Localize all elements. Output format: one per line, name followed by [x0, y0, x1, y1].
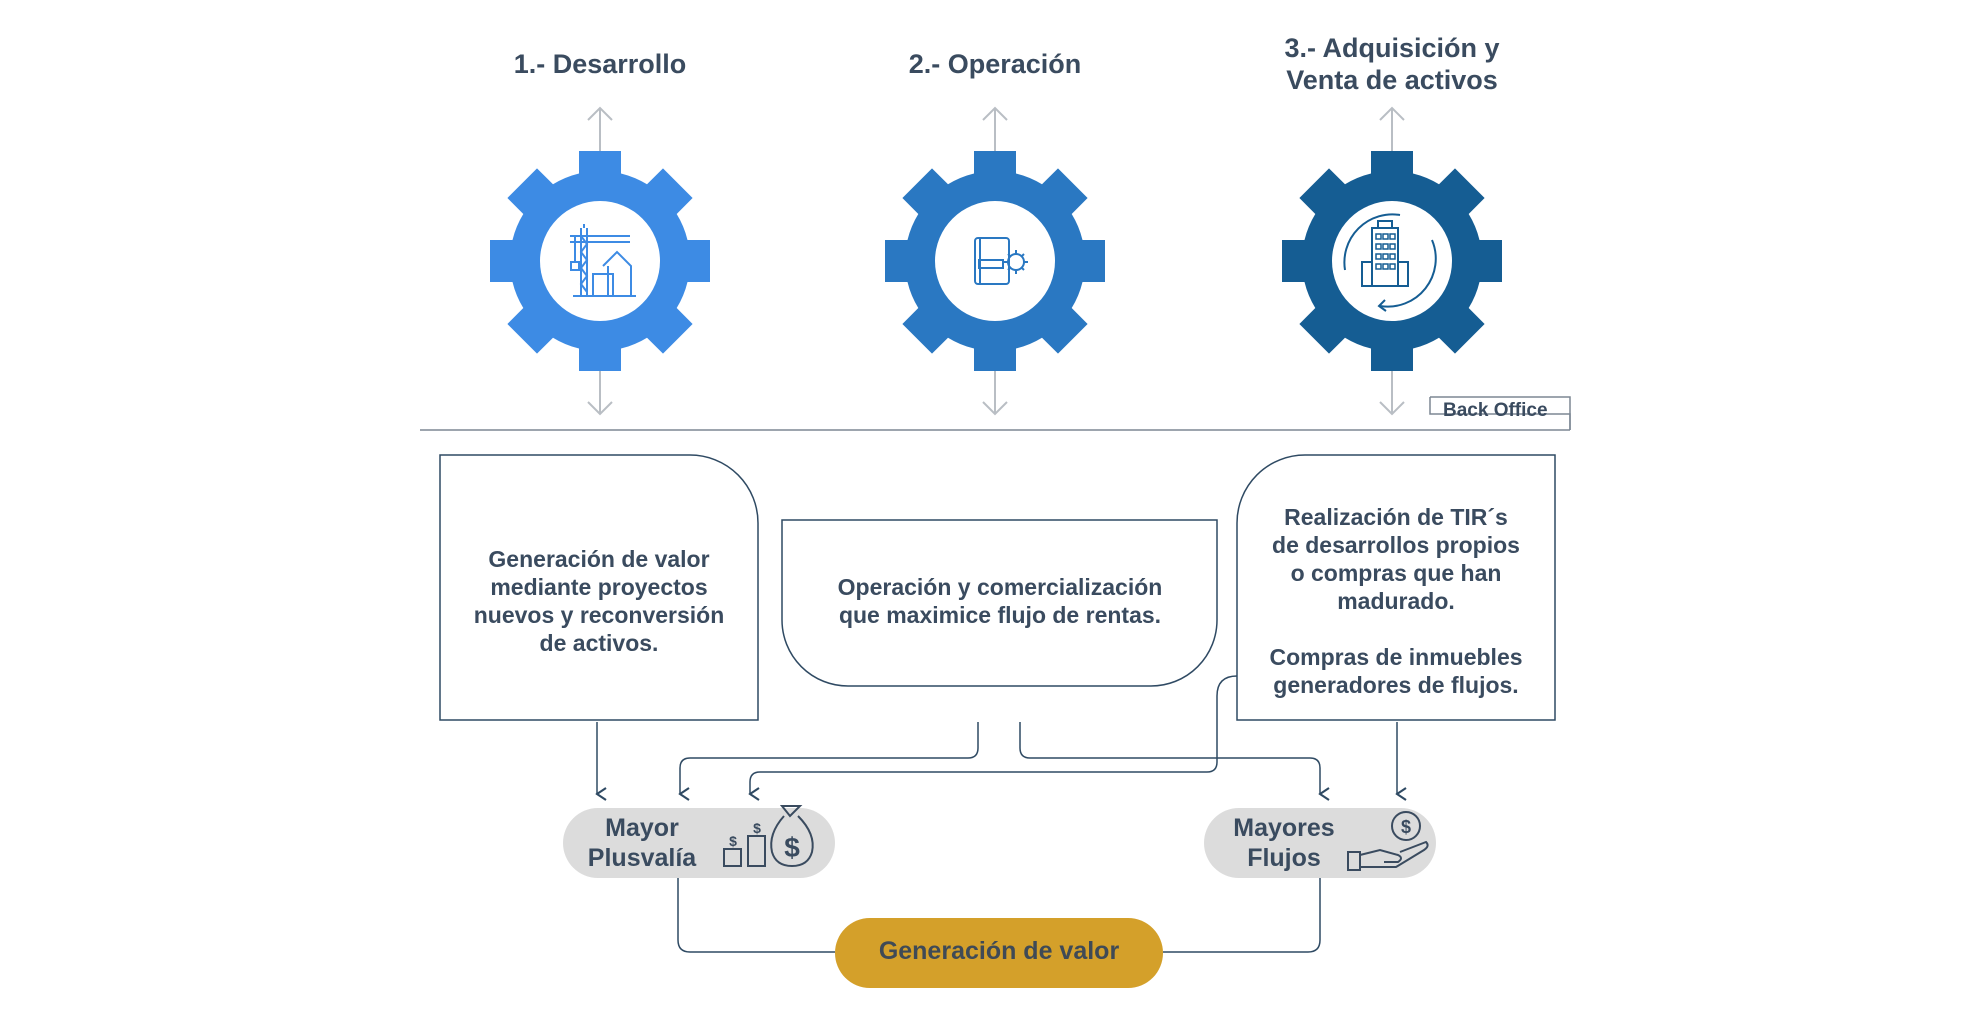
stage-title-desarrollo: 1.- Desarrollo: [513, 49, 687, 79]
box-desarrollo: [439, 454, 759, 721]
outcome-plusvalia-label: Mayor Plusvalía: [587, 814, 697, 872]
hand-coin-icon: [1347, 811, 1429, 871]
pill-generacion-valor: [835, 918, 1163, 988]
stage-title-operacion: 2.- Operación: [908, 49, 1082, 79]
stage-1-arrows: [587, 106, 613, 416]
gear-desarrollo: [490, 151, 710, 371]
stage-title-adquisicion: 3.- Adquisición y Venta de activos: [1284, 33, 1500, 95]
box-adquisicion: [1236, 454, 1556, 721]
pill-flujos: [1204, 808, 1436, 878]
box-operacion-text: Operación y comercialización que maximic…: [837, 574, 1163, 628]
box-operacion: [781, 519, 1218, 687]
stage-3-arrows: [1379, 106, 1405, 416]
box-adquisicion-text: Realización de TIR´s de desarrollos prop…: [1269, 504, 1523, 698]
connectors: [597, 675, 1397, 953]
outcome-flujos-label: Mayores Flujos: [1233, 814, 1335, 872]
dollar-sign-large: $: [784, 832, 800, 863]
result-label: Generación de valor: [878, 937, 1120, 965]
gear-center: [1332, 201, 1452, 321]
coin-dollar-sign: $: [1401, 817, 1411, 837]
pill-plusvalia: [563, 808, 835, 878]
book-gear-icon: [974, 237, 1028, 285]
stage-2-arrows: [982, 106, 1008, 416]
dollar-sign-small-1: $: [729, 833, 737, 849]
box-desarrollo-text: Generación de valor mediante proyectos n…: [473, 546, 725, 656]
crane-construction-icon: [570, 224, 636, 297]
back-office-label: Back Office: [1443, 400, 1548, 421]
building-cycle-icon: [1343, 213, 1437, 312]
gear-adquisicion: [1282, 151, 1502, 371]
dollar-sign-small-2: $: [753, 820, 761, 836]
gear-center: [540, 201, 660, 321]
stage-arrows: [587, 106, 1405, 416]
money-bag-growth-icon: [723, 805, 814, 868]
